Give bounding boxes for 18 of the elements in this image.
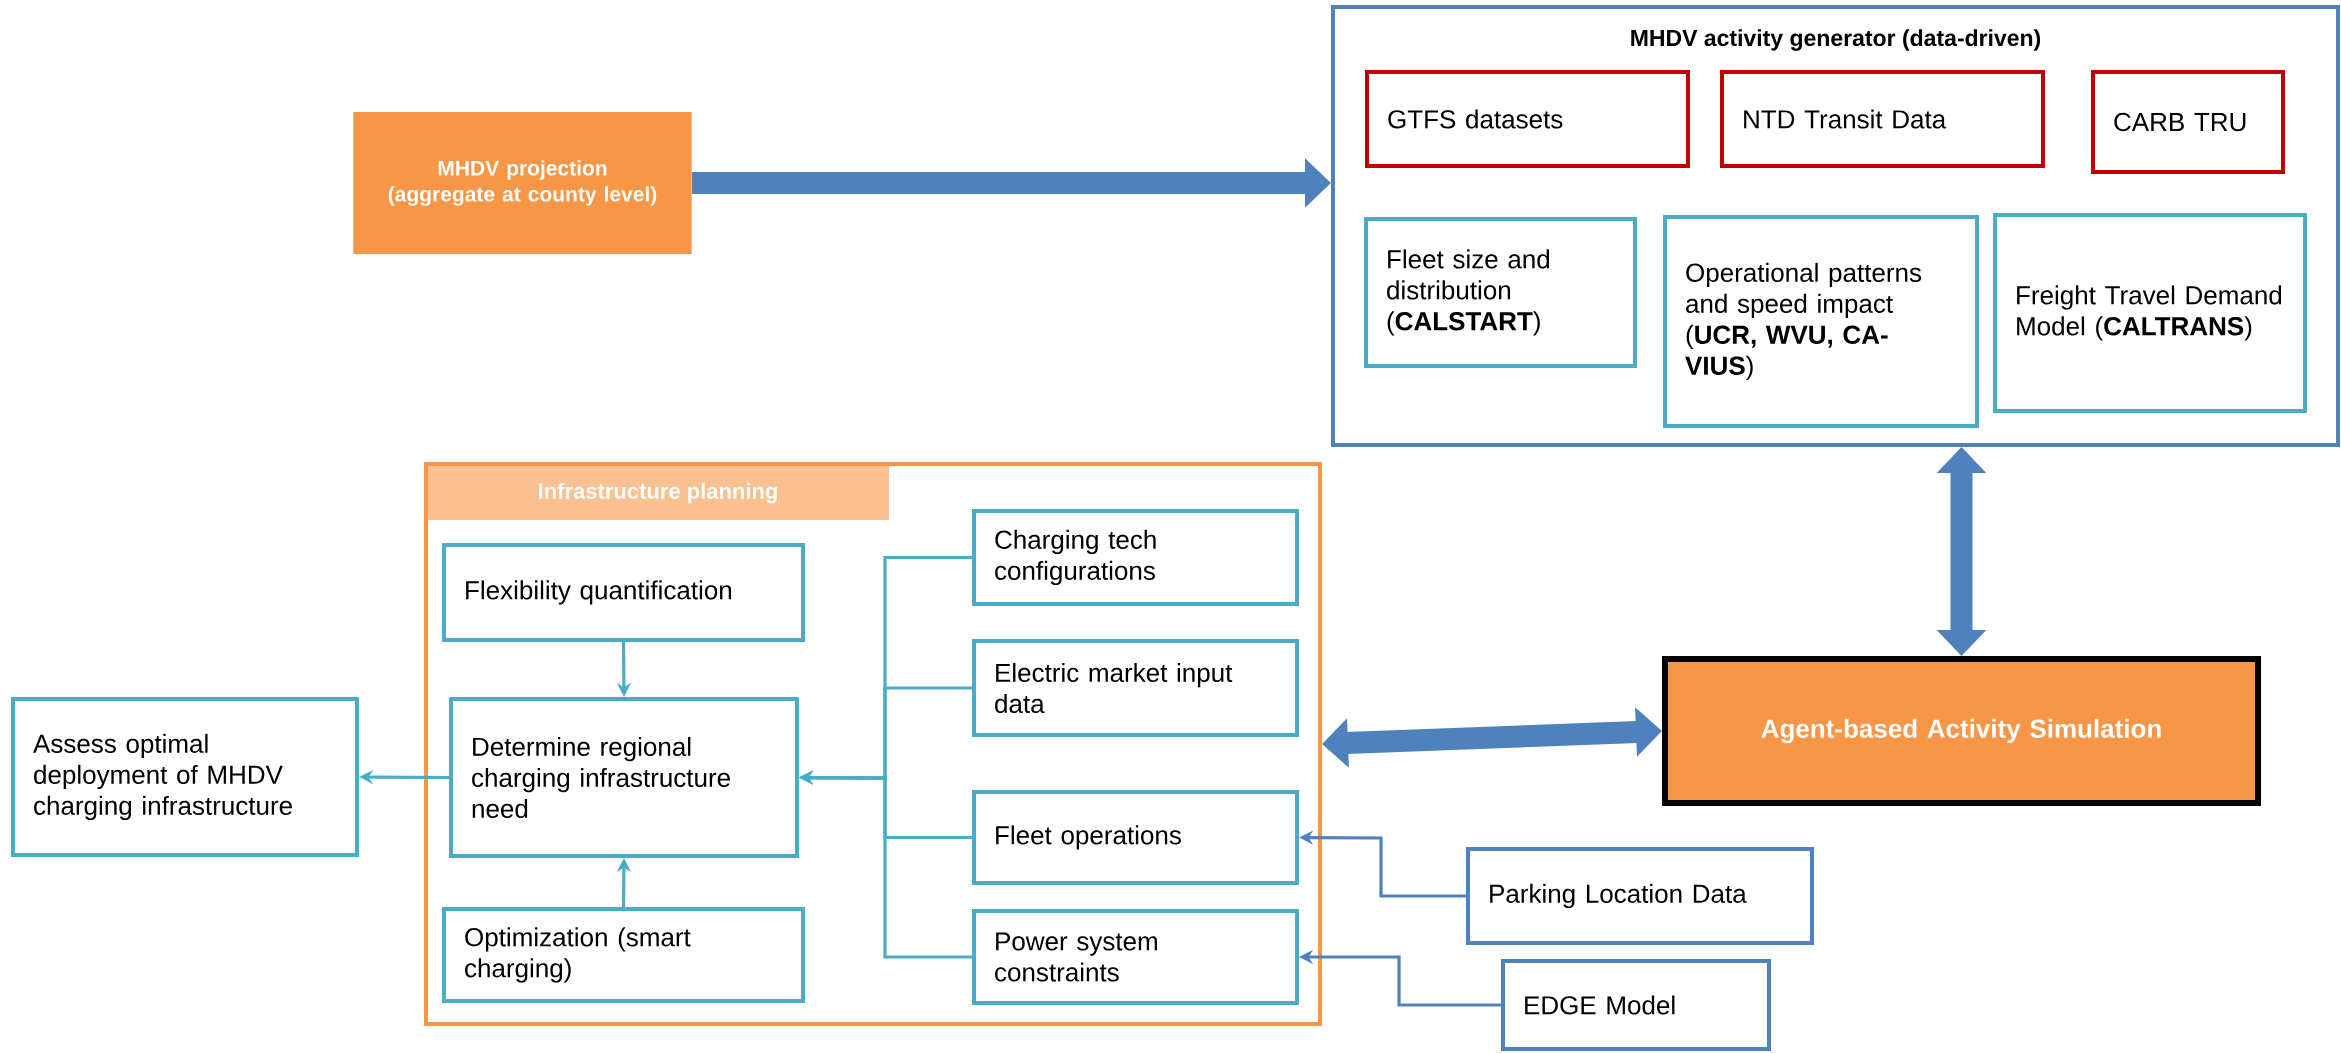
text-box: GTFS datasets bbox=[1365, 70, 1690, 168]
input-box: EDGE Model bbox=[1501, 959, 1771, 1051]
process-box: MHDV projection (aggregate at county level) bbox=[353, 112, 692, 254]
process-box: Determine regional charging infrastructure need bbox=[449, 697, 799, 858]
process-box: Fleet size and distribution (CALSTART) bbox=[1364, 217, 1637, 368]
process-box: Charging tech configurations bbox=[972, 509, 1299, 606]
process-box: Optimization (smart charging) bbox=[442, 907, 805, 1003]
process-box: Flexibility quantification bbox=[442, 543, 805, 642]
input-box: Parking Location Data bbox=[1466, 847, 1814, 945]
process-box: Fleet operations bbox=[972, 790, 1299, 885]
process-box: Freight Travel Demand Model (CALTRANS) bbox=[1993, 213, 2307, 413]
text-box: NTD Transit Data bbox=[1720, 70, 2045, 168]
text-box: CARB TRU bbox=[2091, 70, 2285, 174]
process-box: Assess optimal deployment of MHDV charging infrastructure bbox=[11, 697, 359, 857]
process-box: Operational patterns and speed impact (UCR, WVU, CA-VIUS) bbox=[1663, 215, 1979, 428]
process-box: Agent-based Activity Simulation bbox=[1662, 656, 2261, 806]
process-box: Electric market input data bbox=[972, 639, 1299, 737]
process-box: Power system constraints bbox=[972, 909, 1299, 1005]
